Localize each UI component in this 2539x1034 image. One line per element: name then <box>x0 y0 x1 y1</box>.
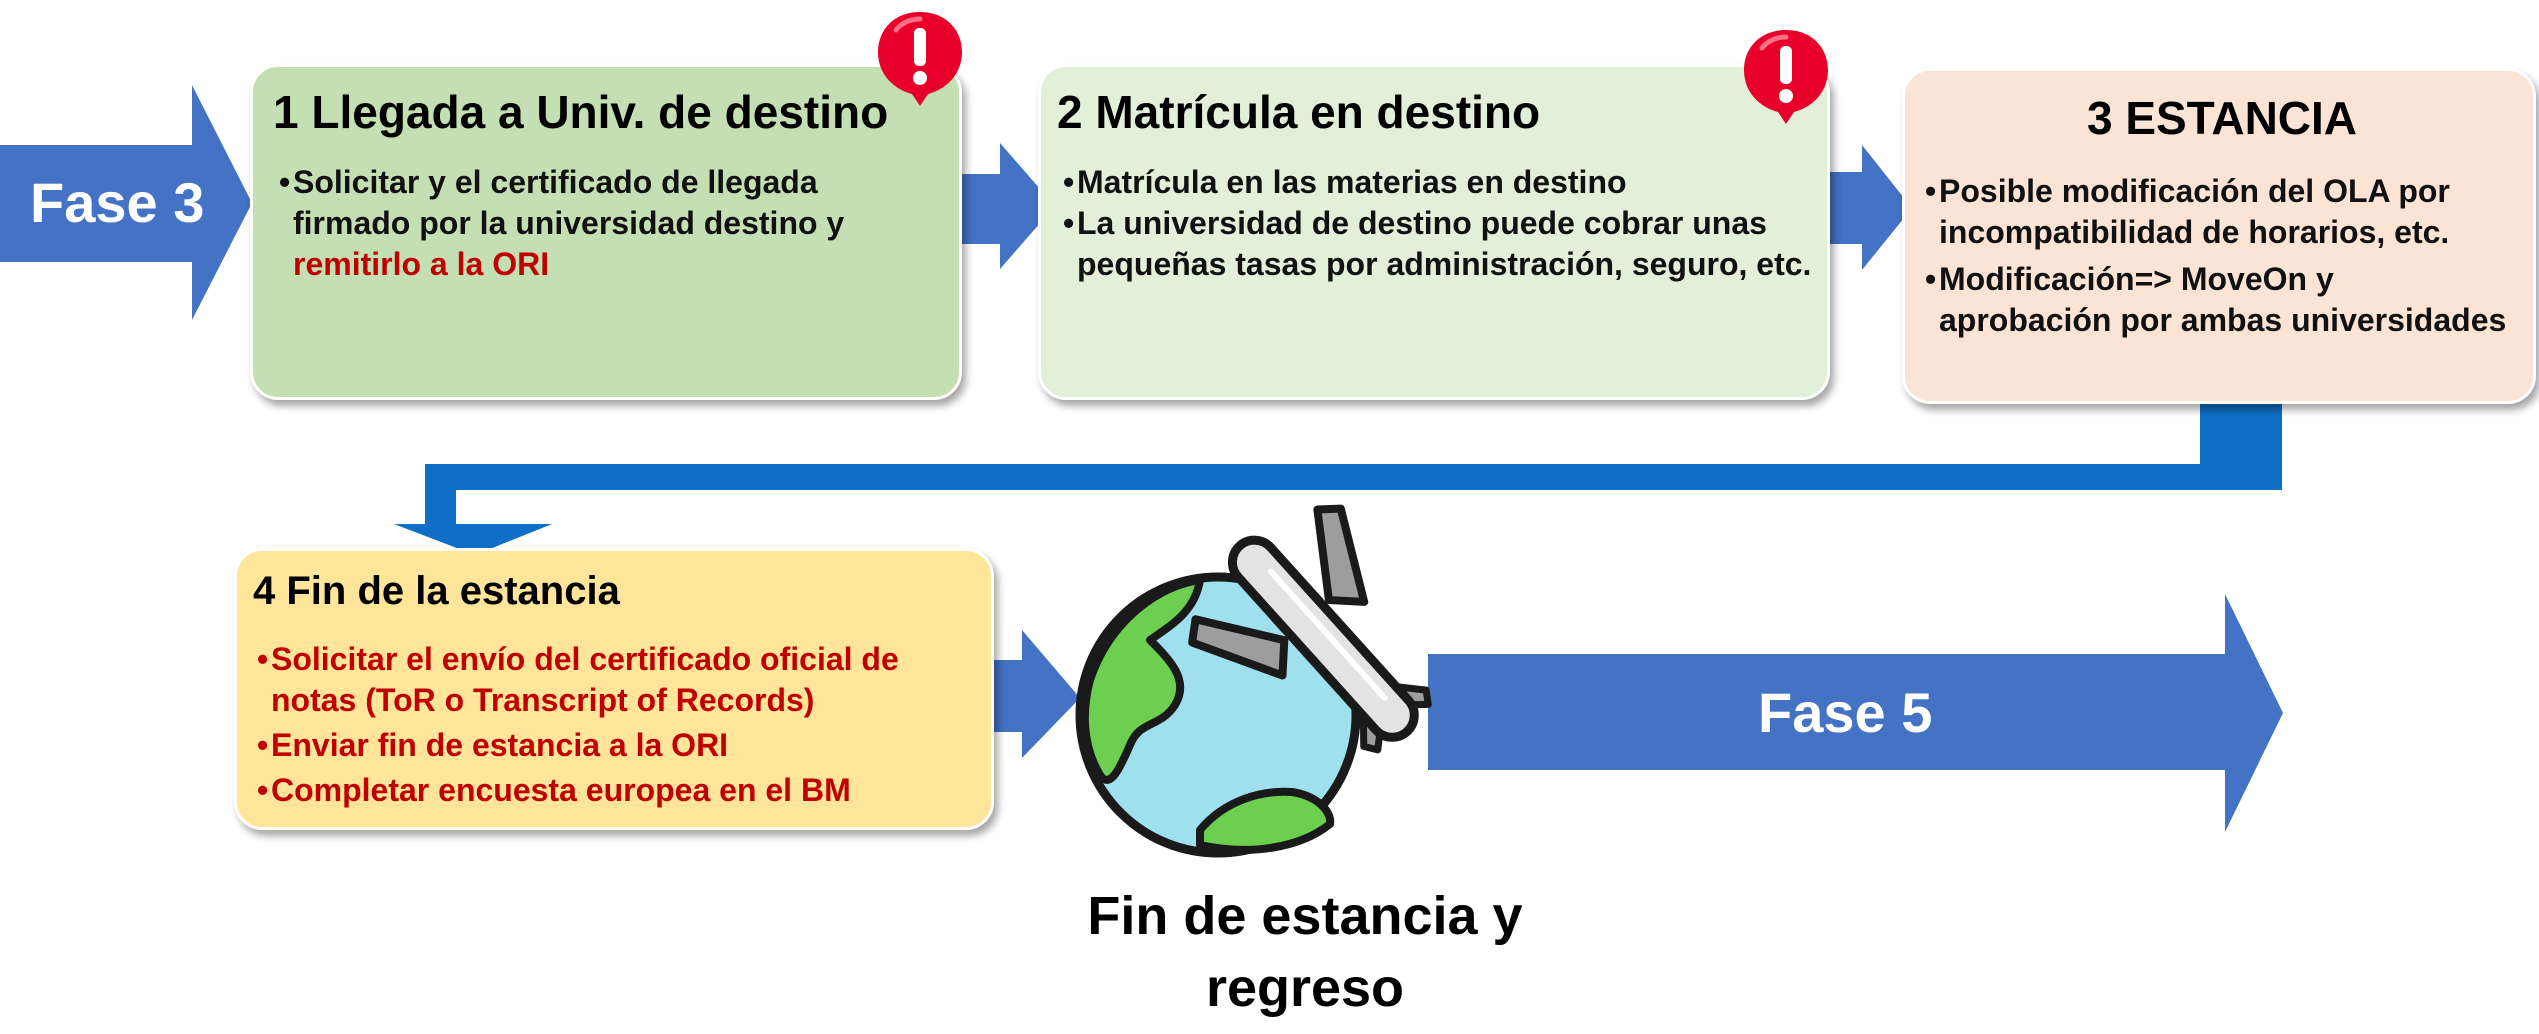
arrow-step2-to-step3 <box>1815 145 1912 270</box>
step-1-title: 1 Llegada a Univ. de destino <box>273 86 889 138</box>
step-2-list: •Matrícula en las materias en destino •L… <box>1057 162 1811 285</box>
step-3-box: 3 ESTANCIA •Posible modificación del OLA… <box>1902 68 2536 404</box>
step-4-item: •Solicitar el envío del certificado ofic… <box>257 641 899 718</box>
alert-pin-icon <box>878 12 962 106</box>
step-4-item: •Completar encuesta europea en el BM <box>257 772 851 808</box>
phase-3-arrow <box>0 85 252 320</box>
step-4-item: •Enviar fin de estancia a la ORI <box>257 727 729 763</box>
caption-line-1: Fin de estancia y <box>1087 886 1523 946</box>
connector-step3-to-step4 <box>394 392 2282 555</box>
caption-line-2: regreso <box>1205 958 1405 1018</box>
step-2-box: 2 Matrícula en destino •Matrícula en las… <box>1038 64 1830 400</box>
step-2-title: 2 Matrícula en destino <box>1057 86 1541 138</box>
step-4-title: 4 Fin de la estancia <box>253 569 620 613</box>
step-2-item: •La universidad de destino puede cobrar … <box>1063 205 1812 282</box>
step-3-title: 3 ESTANCIA <box>2086 92 2358 144</box>
step-4-list: •Solicitar el envío del certificado ofic… <box>251 639 899 811</box>
step-1-box: 1 Llegada a Univ. de destino •Solicitar … <box>250 64 962 400</box>
phase-5-arrow <box>1428 594 2283 832</box>
arrow-step1-to-step2 <box>940 143 1055 269</box>
step-2-item: •Matrícula en las materias en destino <box>1063 164 1627 200</box>
globe-caption: Fin de estancia y regreso <box>1055 880 1555 1024</box>
alert-pin-icon <box>1744 30 1828 124</box>
step-4-box: 4 Fin de la estancia •Solicitar el envío… <box>234 548 994 830</box>
phase-5-label: Fase 5 <box>1758 681 1933 744</box>
phase-3-label: Fase 3 <box>30 171 205 234</box>
airplane-icon <box>1188 504 1432 754</box>
step-1-highlight: remitirlo a la ORI <box>293 246 550 282</box>
